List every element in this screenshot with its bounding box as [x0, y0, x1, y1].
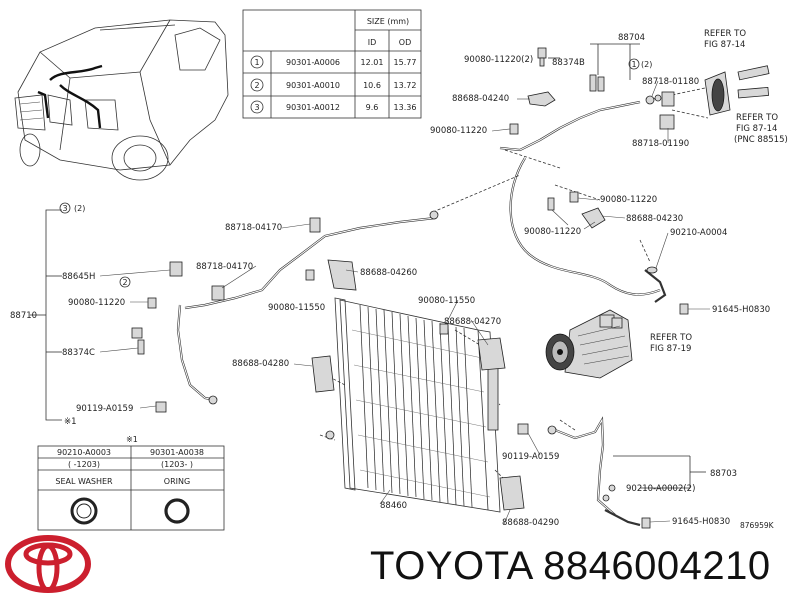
label-88688-04280: 88688-04280: [232, 359, 289, 369]
label-88688-04290: 88688-04290: [502, 518, 559, 528]
refer3-line1: REFER TO: [650, 333, 692, 343]
label-88703: 88703: [710, 469, 737, 479]
label-88645h: 88645H: [62, 272, 95, 282]
refer2-line1: REFER TO: [736, 113, 778, 123]
seal-col1-name: SEAL WASHER: [55, 477, 113, 486]
label-90080-11550-b: 90080-11550: [418, 296, 475, 306]
refer1-line2: FIG 87-14: [704, 40, 745, 50]
size-row-num: 1: [254, 58, 259, 67]
size-header: SIZE (mm): [367, 17, 409, 26]
callout-1: 1: [631, 60, 636, 69]
seal-col1-range: ( -1203): [68, 460, 100, 469]
size-row-num: 3: [254, 103, 259, 112]
label-88688-04240: 88688-04240: [452, 94, 509, 104]
label-88718-04170-a: 88718-04170: [225, 223, 282, 233]
leader-lines: [99, 80, 710, 525]
seal-washer-icon: [70, 497, 98, 525]
size-row-od: 13.72: [394, 81, 417, 90]
callouts: 1 (2) 3 (2) 2: [59, 58, 652, 288]
label-88718-04170-b: 88718-04170: [196, 262, 253, 272]
part-labels: 88704 90080-11220(2) 88374B 88718-01180 …: [10, 29, 788, 530]
refer3-line2: FIG 87-19: [650, 344, 691, 354]
assembly-88710-bracket: [30, 209, 62, 421]
label-88718-01190: 88718-01190: [632, 139, 689, 149]
size-row-od: 15.77: [394, 58, 417, 67]
refer2-line3: (PNC 88515): [734, 135, 788, 145]
label-90080-11550-a: 90080-11550: [268, 303, 325, 313]
callout-2: 2: [122, 278, 127, 287]
col-id-header: ID: [368, 38, 377, 47]
size-row-id: 12.01: [361, 58, 384, 67]
fittings: [131, 47, 770, 529]
seal-table: ※1 90210-A0003 ( -1203) SEAL WASHER 9030…: [37, 435, 225, 531]
refer1-line1: REFER TO: [704, 29, 746, 39]
refrigerant-lines: [176, 100, 667, 527]
label-90080-11220-2: 90080-11220(2): [464, 55, 533, 65]
leader-brackets: [548, 43, 706, 489]
brand-caption: TOYOTA 8846004210: [370, 544, 771, 588]
label-88718-01180: 88718-01180: [642, 77, 699, 87]
refer2-line2: FIG 87-14: [736, 124, 777, 134]
label-88688-04230: 88688-04230: [626, 214, 683, 224]
condenser: [325, 297, 501, 513]
compressor: [545, 309, 633, 379]
label-88688-04260: 88688-04260: [360, 268, 417, 278]
size-table: SIZE (mm) ID OD 1 90301-A0006 12.01 15.7…: [242, 9, 422, 119]
label-88704: 88704: [618, 33, 645, 43]
label-90080-11220-b: 90080-11220: [600, 195, 657, 205]
label-88374b: 88374B: [552, 58, 585, 68]
size-row-od: 13.36: [394, 103, 417, 112]
label-90210-a0002: 90210-A0002(2): [626, 484, 695, 494]
label-90119-a0159-b: 90119-A0159: [502, 452, 559, 462]
col-od-header: OD: [399, 38, 411, 47]
label-90080-11220-c: 90080-11220: [524, 227, 581, 237]
seal-col2-range: (1203- ): [161, 460, 193, 469]
size-row-id: 10.6: [363, 81, 381, 90]
size-row-id: 9.6: [366, 103, 379, 112]
label-90210-a0004: 90210-A0004: [670, 228, 727, 238]
size-row-num: 2: [254, 81, 259, 90]
size-row-part: 90301-A0010: [286, 81, 340, 90]
label-mark1: ※1: [64, 417, 77, 427]
figure-id: 876959K: [740, 521, 775, 530]
oring-icon: [164, 498, 190, 524]
callout-3-qty: (2): [74, 204, 85, 213]
toyota-logo-icon: [5, 535, 91, 593]
seal-table-mark: ※1: [126, 435, 138, 444]
label-88460: 88460: [380, 501, 407, 511]
callout-1-qty: (2): [641, 60, 652, 69]
seal-col1-part: 90210-A0003: [57, 448, 111, 457]
label-88374c: 88374C: [62, 348, 95, 358]
seal-col2-name: ORING: [164, 477, 190, 486]
label-90080-11220-a: 90080-11220: [430, 126, 487, 136]
label-90080-11220-d: 90080-11220: [68, 298, 125, 308]
size-row-part: 90301-A0006: [286, 58, 340, 67]
label-90119-a0159-a: 90119-A0159: [76, 404, 133, 414]
seal-col2-part: 90301-A0038: [150, 448, 204, 457]
label-91645-h0830-a: 91645-H0830: [712, 305, 770, 315]
label-88710: 88710: [10, 311, 37, 321]
label-91645-h0830-b: 91645-H0830: [672, 517, 730, 527]
label-88688-04270: 88688-04270: [444, 317, 501, 327]
callout-3: 3: [62, 204, 67, 213]
size-row-part: 90301-A0012: [286, 103, 340, 112]
vehicle-illustration: [14, 19, 229, 181]
